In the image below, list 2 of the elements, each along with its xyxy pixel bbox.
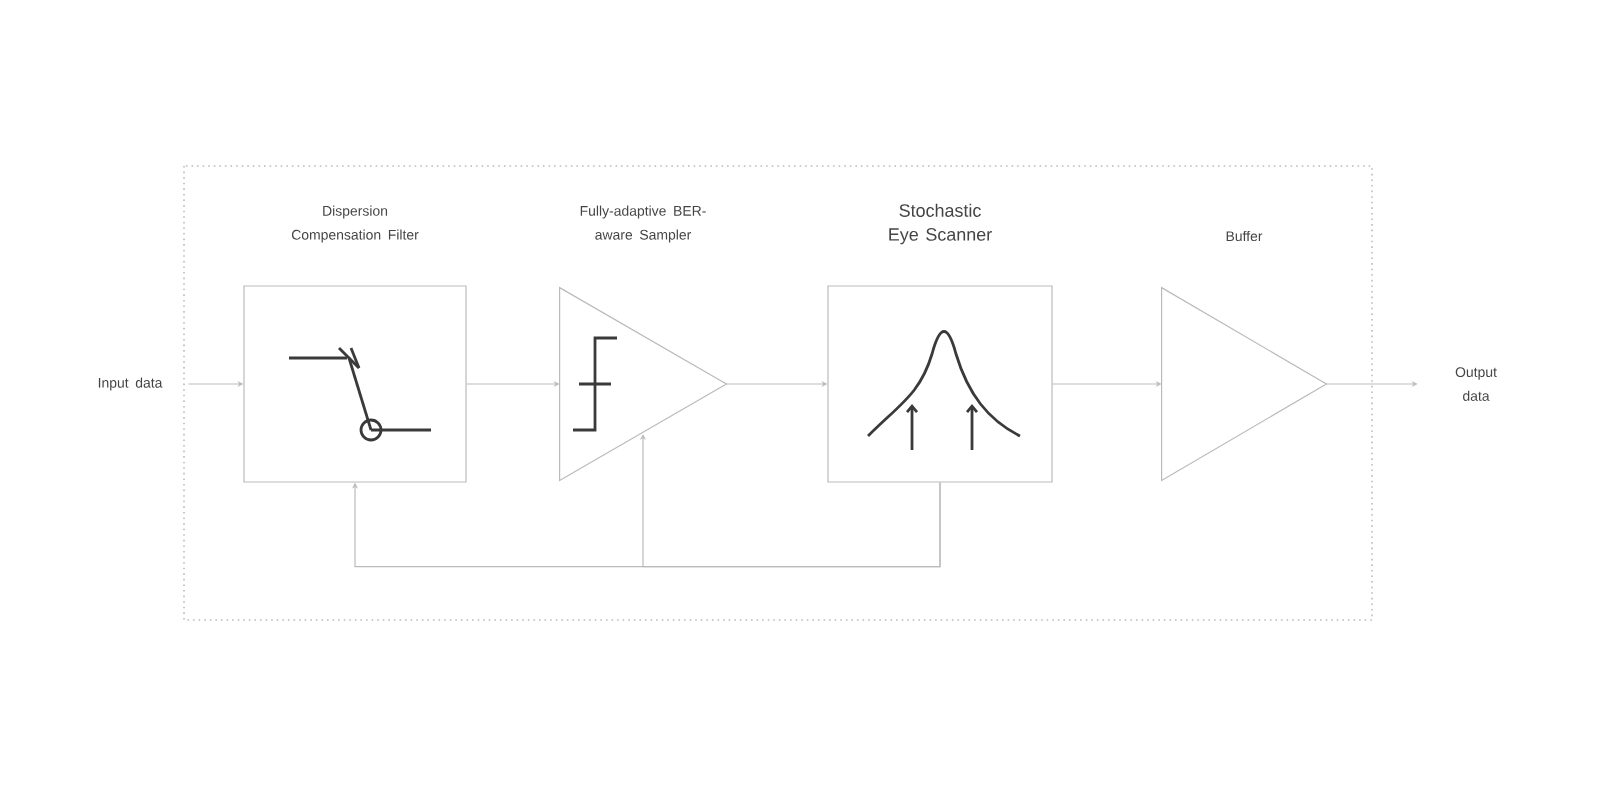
arrow bbox=[639, 434, 941, 568]
block-heading: Stochastic Eye Scanner bbox=[889, 203, 992, 245]
